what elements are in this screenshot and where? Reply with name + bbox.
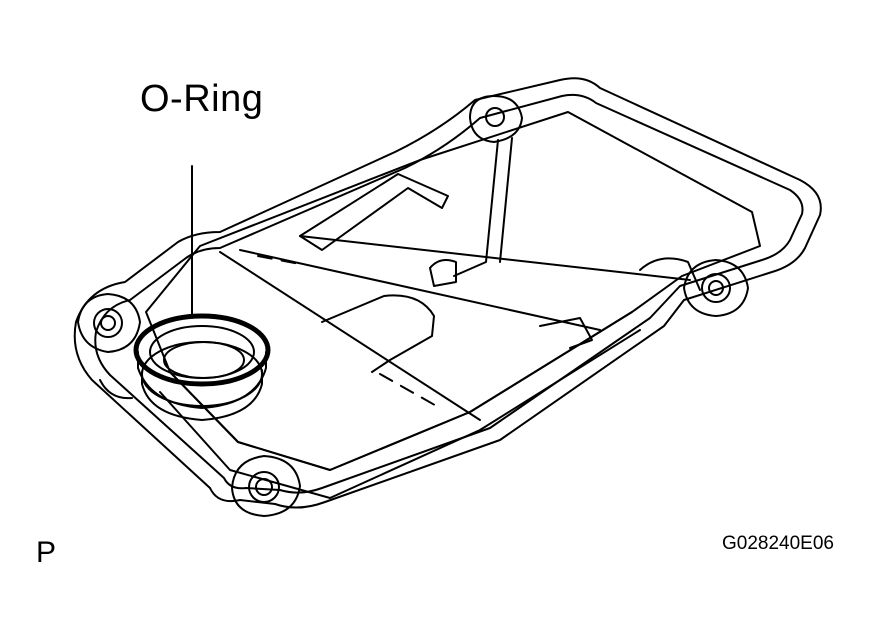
o-ring <box>136 316 268 384</box>
strainer-body-skirt <box>160 330 640 498</box>
right-bolt-hole-inner <box>709 281 723 295</box>
body-ridge-3 <box>300 236 690 280</box>
top-bolt-hole <box>486 108 504 126</box>
right-bolt-hole-outer <box>702 274 730 302</box>
left-boss <box>78 294 140 352</box>
view-code-label: P <box>36 536 57 569</box>
left-boss-skirt <box>100 380 132 398</box>
o-ring-neck <box>136 316 268 420</box>
neck-side-wall <box>138 352 266 408</box>
strainer-inner-flange <box>95 95 802 493</box>
body-ridge-dash-1 <box>258 256 300 264</box>
left-bolt-hole-inner <box>101 316 115 330</box>
strainer-body-base <box>170 312 632 470</box>
recess-right <box>640 258 700 290</box>
bottom-bolt-hole-inner <box>256 479 272 495</box>
top-boss <box>470 96 522 142</box>
bottom-bolt-hole-outer <box>249 472 279 502</box>
rib-foot <box>430 260 456 286</box>
recess-center <box>322 295 434 372</box>
body-ridge-1 <box>220 252 480 420</box>
strainer-body-rim <box>146 112 760 470</box>
body-ridge-dash-2 <box>380 374 440 408</box>
top-rib <box>454 138 512 276</box>
right-boss <box>684 260 748 316</box>
left-bolt-hole-outer <box>94 309 122 337</box>
neck-bore <box>164 342 244 378</box>
neck-lower-body <box>142 370 262 420</box>
o-ring-label: O-Ring <box>140 78 264 120</box>
bottom-boss <box>232 456 300 516</box>
figure-id-label: G028240E06 <box>722 533 834 554</box>
strainer-outer-flange <box>75 78 821 507</box>
body-ridge-2 <box>240 250 600 330</box>
recess-upper <box>300 174 448 250</box>
